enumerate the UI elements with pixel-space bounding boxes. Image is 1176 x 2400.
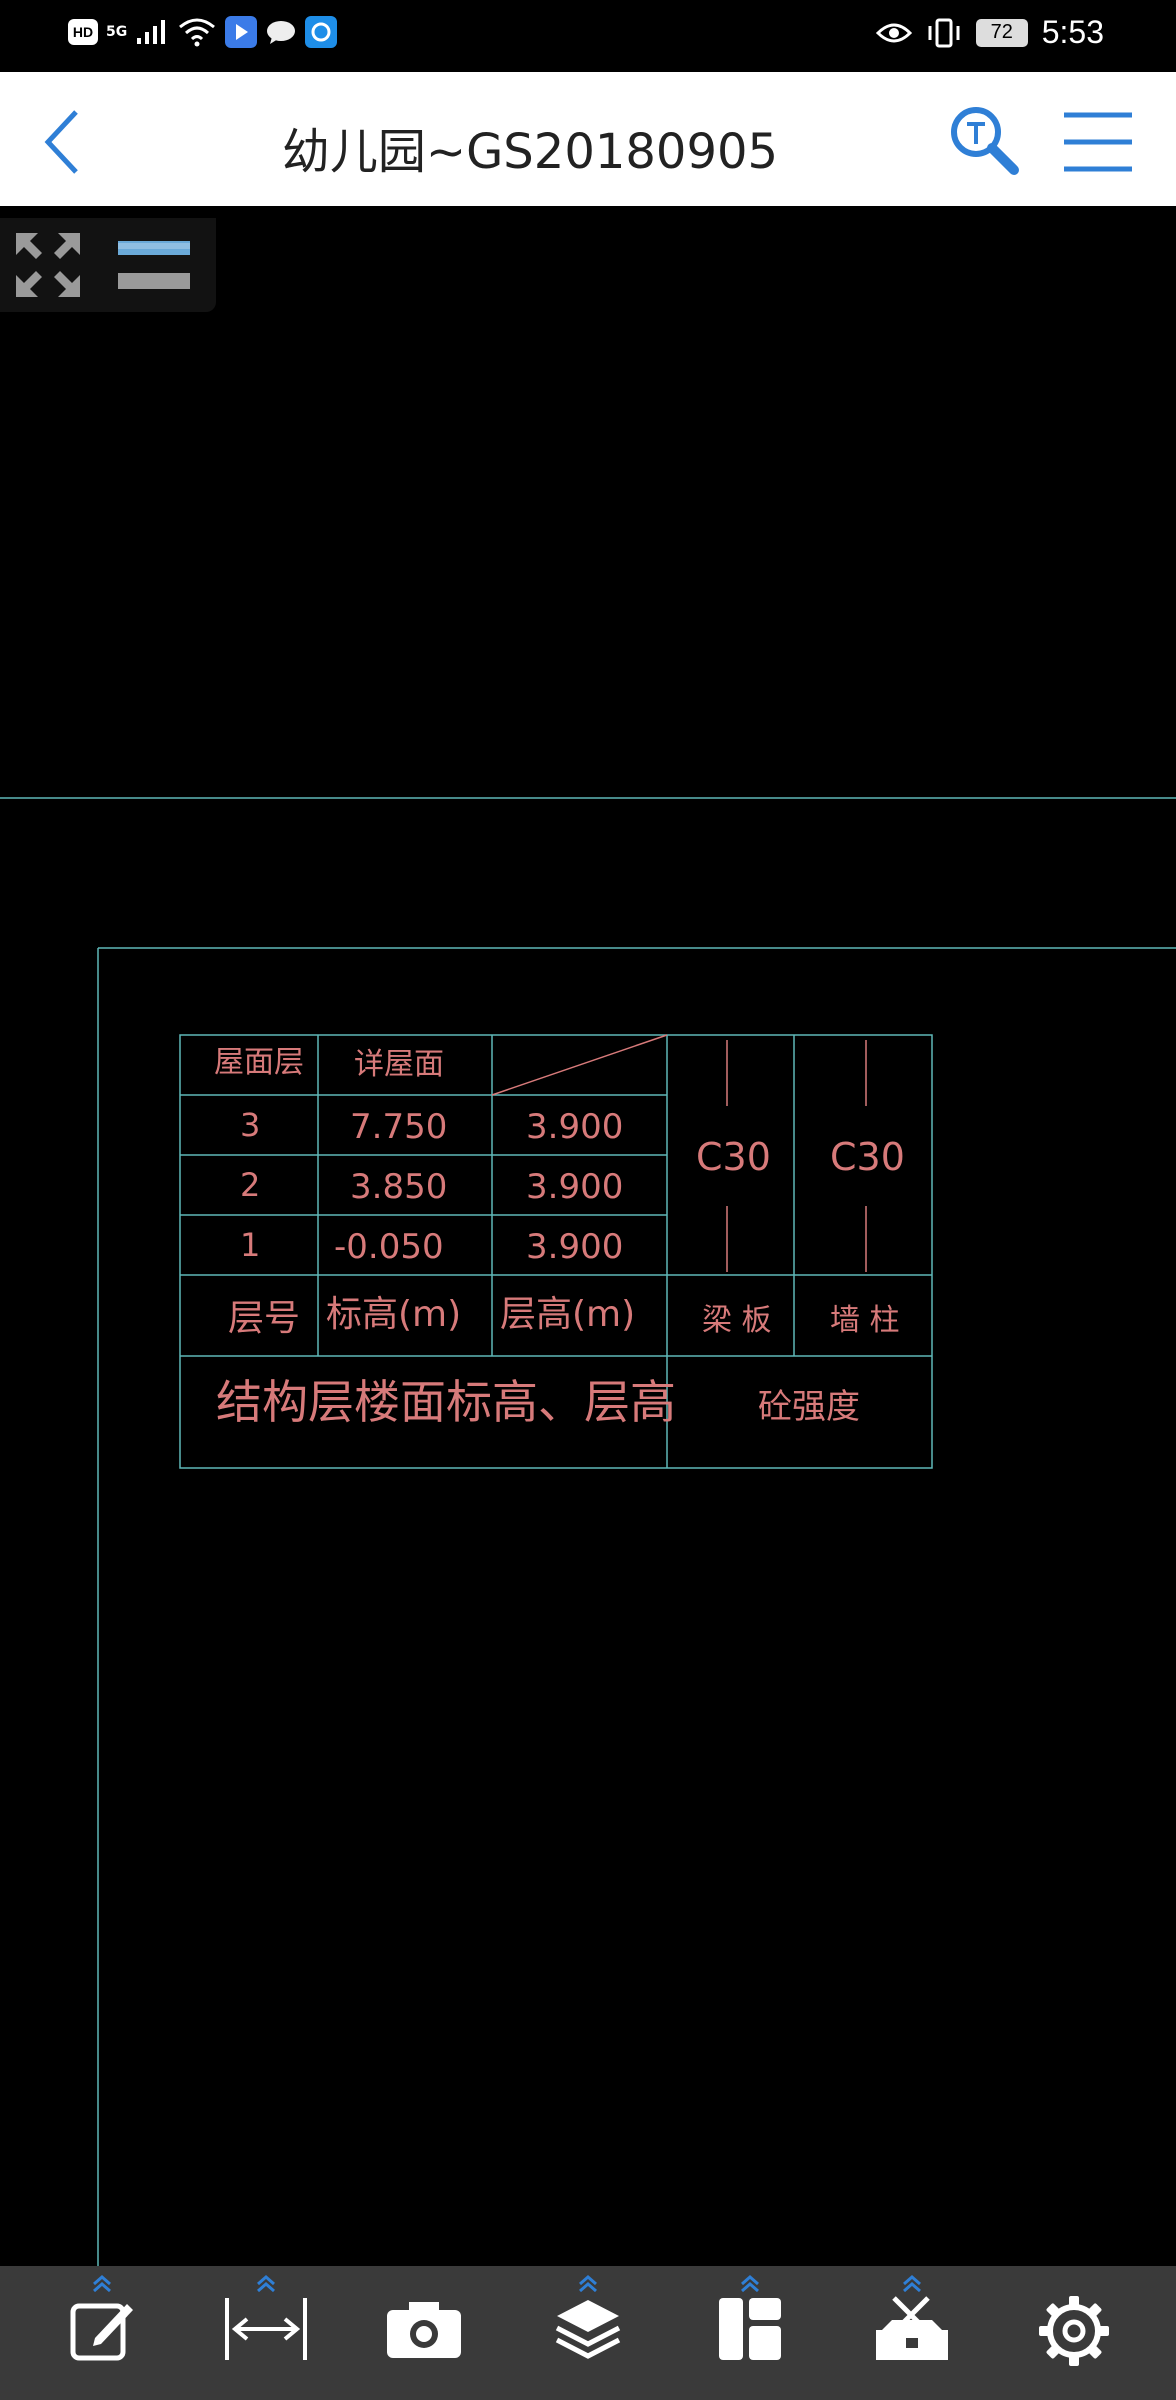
text-search-icon xyxy=(951,107,1019,175)
clock: 5:53 xyxy=(1041,14,1104,50)
strength-caption: 砼强度 xyxy=(758,1387,860,1427)
maps-app-icon xyxy=(225,16,258,48)
network-indicator: 5G xyxy=(106,24,128,40)
measure-tool[interactable] xyxy=(206,2266,326,2400)
hd-indicator: HD xyxy=(68,19,98,45)
menu-button[interactable] xyxy=(1058,102,1138,182)
back-button[interactable] xyxy=(30,102,94,182)
floor-2-number: 2 xyxy=(240,1166,260,1204)
hamburger-icon xyxy=(1064,112,1132,172)
floor-2-elevation: 3.850 xyxy=(350,1167,447,1207)
vibrate-icon xyxy=(928,18,960,47)
toolbox-icon xyxy=(876,2296,948,2360)
floor-1-height: 3.900 xyxy=(526,1227,623,1267)
floor-1-elevation: -0.050 xyxy=(334,1227,444,1267)
table-caption: 结构层楼面标高、层高 xyxy=(216,1375,676,1429)
roof-floor-label: 屋面层 xyxy=(214,1045,304,1080)
floor-2-height: 3.900 xyxy=(526,1167,623,1207)
toolbox-tool[interactable] xyxy=(852,2266,972,2400)
floor-3-number: 3 xyxy=(240,1106,260,1144)
measure-icon xyxy=(225,2298,307,2360)
col-beam-header: 梁 板 xyxy=(702,1303,772,1338)
settings-icon xyxy=(1039,2296,1109,2366)
browser-app-icon xyxy=(305,16,338,48)
settings-tool[interactable] xyxy=(1014,2266,1134,2400)
col-height-header: 层高(m) xyxy=(500,1294,635,1335)
chevron-up-icon xyxy=(257,2275,275,2293)
signal-icon xyxy=(137,20,166,44)
app-header: 幼儿园~GS20180905 xyxy=(0,72,1176,207)
beam-strength-value: C30 xyxy=(696,1135,771,1179)
chevron-left-icon xyxy=(44,110,78,174)
chevron-up-icon xyxy=(579,2275,597,2293)
bottom-toolbar xyxy=(0,2266,1176,2400)
fullscreen-button[interactable] xyxy=(8,228,88,302)
col-column-header: 墙 柱 xyxy=(830,1303,900,1338)
drawing-canvas[interactable]: 屋面层 详屋面 3 7.750 3.900 2 3.850 3.900 1 -0… xyxy=(0,206,1176,2266)
floor-3-elevation: 7.750 xyxy=(350,1107,447,1147)
view-controls xyxy=(0,218,216,312)
layout-tool[interactable] xyxy=(690,2266,810,2400)
annotate-tool[interactable] xyxy=(42,2266,162,2400)
eye-icon xyxy=(875,23,912,42)
status-left: HD 5G xyxy=(68,16,338,48)
toggle-bars-icon xyxy=(118,241,190,289)
roof-detail-label: 详屋面 xyxy=(354,1047,444,1082)
col-floor-header: 层号 xyxy=(228,1298,300,1339)
floor-1-number: 1 xyxy=(240,1226,260,1264)
chevron-up-icon xyxy=(741,2275,759,2293)
wifi-icon xyxy=(179,18,216,47)
column-strength-value: C30 xyxy=(830,1135,905,1179)
layout-icon xyxy=(719,2298,781,2360)
layers-icon xyxy=(555,2300,621,2359)
expand-icon xyxy=(16,233,80,297)
status-right: 72 5:53 xyxy=(875,14,1104,51)
message-icon xyxy=(265,16,297,48)
diagonal-cell-line xyxy=(491,1034,668,1096)
status-bar: HD 5G 72 5:53 xyxy=(0,0,1176,72)
layers-tool[interactable] xyxy=(528,2266,648,2400)
chevron-up-icon xyxy=(903,2275,921,2293)
text-search-button[interactable] xyxy=(944,100,1024,180)
page-title: 幼儿园~GS20180905 xyxy=(281,124,779,180)
battery-indicator: 72 xyxy=(975,18,1028,47)
floor-3-height: 3.900 xyxy=(526,1107,623,1147)
camera-icon xyxy=(387,2302,461,2358)
edit-icon xyxy=(70,2303,133,2361)
layer-toggle-button[interactable] xyxy=(112,232,196,298)
screenshot-tool[interactable] xyxy=(364,2266,484,2400)
cad-table-grid xyxy=(179,1034,933,1469)
col-elevation-header: 标高(m) xyxy=(326,1294,461,1335)
chevron-up-icon xyxy=(93,2275,111,2293)
